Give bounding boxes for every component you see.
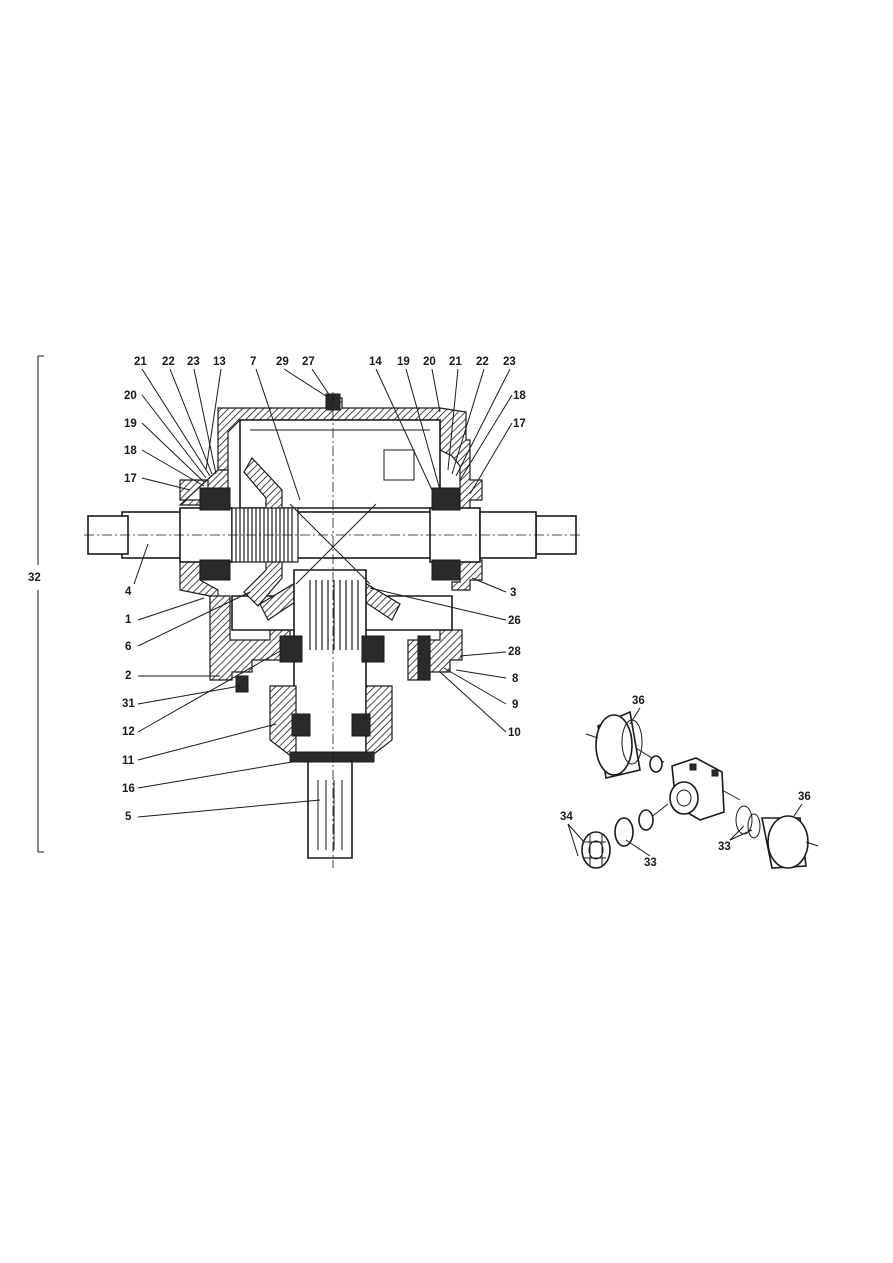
callout-label: 14 (369, 356, 382, 368)
callout-label: 27 (302, 356, 315, 368)
dimension-bracket: 32 (28, 355, 44, 853)
callout-label: 23 (187, 356, 200, 368)
isometric-inset: 36 36 34 33 33 (560, 695, 819, 869)
callout-label: 3 (510, 587, 516, 599)
callout-label: 23 (503, 356, 516, 368)
callout-label: 13 (213, 356, 226, 368)
callout-label: 9 (512, 699, 518, 711)
callout-label: 17 (513, 418, 526, 430)
callout-label: 10 (508, 727, 521, 739)
callout-label: 21 (134, 356, 147, 368)
callout-label: 12 (122, 726, 135, 738)
callout-label: 29 (276, 356, 289, 368)
callout-label: 22 (476, 356, 489, 368)
inset-callout-label: 36 (632, 695, 645, 707)
callout-label: 17 (124, 473, 137, 485)
callout-label: 6 (125, 641, 131, 653)
callout-label: 20 (423, 356, 436, 368)
callout-label: 1 (125, 614, 132, 626)
callout-label: 16 (122, 783, 135, 795)
inset-callout-label: 33 (718, 841, 731, 853)
inset-callout-label: 34 (560, 811, 573, 823)
leader-lines (133, 368, 513, 818)
inset-callout-label: 33 (644, 857, 657, 869)
callout-label: 11 (122, 755, 135, 767)
callout-label: 7 (250, 356, 256, 368)
gearbox-section (84, 392, 580, 868)
callout-label: 20 (124, 390, 137, 402)
callouts-main: 21 22 23 13 7 29 27 14 19 20 21 22 23 20… (122, 356, 526, 823)
callout-label: 8 (512, 673, 519, 685)
callout-label: 4 (125, 586, 132, 598)
callout-label: 31 (122, 698, 135, 710)
callout-label: 5 (125, 811, 132, 823)
callout-label: 21 (449, 356, 462, 368)
callout-label: 22 (162, 356, 175, 368)
callout-label: 26 (508, 615, 521, 627)
callout-label: 2 (125, 670, 131, 682)
output-splines (309, 580, 359, 850)
callout-label: 18 (513, 390, 526, 402)
callout-label: 19 (124, 418, 137, 430)
inset-callout-label: 36 (798, 791, 811, 803)
callout-label: 18 (124, 445, 137, 457)
dimension-label: 32 (28, 572, 41, 584)
callout-label: 19 (397, 356, 410, 368)
callout-label: 28 (508, 646, 521, 658)
